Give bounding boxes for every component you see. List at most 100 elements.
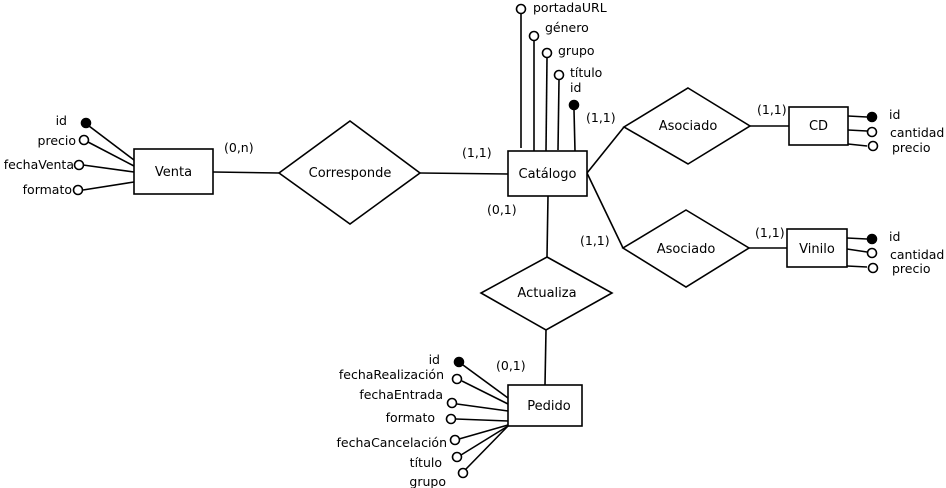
attr-line-vinilo-precio <box>846 265 868 268</box>
relationship-corresponde-label: Corresponde <box>309 166 392 181</box>
cardinality-corresponde-catalogo: (1,1) <box>462 145 492 160</box>
cardinality-catalogo-asociado-vinilo: (1,1) <box>580 233 610 248</box>
attribute-label: precio <box>892 261 930 276</box>
relationship-asociado-vinilo-label: Asociado <box>657 242 716 257</box>
cardinality-catalogo-actualiza: (0,1) <box>487 202 517 217</box>
cardinality-asociado-vinilo-vinilo: (1,1) <box>755 225 785 240</box>
attr-line-pedido-fecharealizacion <box>461 380 509 405</box>
attribute-label: título <box>410 455 442 470</box>
attribute-label: id <box>56 113 67 128</box>
attribute-label: formato <box>23 182 72 197</box>
entity-cd-label: CD <box>809 119 828 134</box>
entity-catalogo-box <box>507 150 588 197</box>
cardinality-catalogo-asociado-cd: (1,1) <box>586 110 616 125</box>
attr-line-pedido-fechaentrada <box>456 403 509 412</box>
edge-actualiza-pedido <box>544 329 547 386</box>
attr-line-venta-formato <box>82 181 135 191</box>
attribute-label: fechaEntrada <box>359 387 443 402</box>
attr-line-pedido-titulo <box>460 425 509 456</box>
attr-line-cd-cantidad <box>847 129 868 132</box>
entity-cd-box <box>788 106 849 146</box>
attribute-key-marker <box>80 117 92 129</box>
cardinality-venta-corresponde: (0,n) <box>224 140 254 155</box>
attribute-marker <box>867 140 879 152</box>
attribute-marker <box>446 397 458 409</box>
attr-line-cd-id <box>847 115 868 118</box>
relationship-actualiza[interactable]: Actualiza <box>479 256 614 331</box>
attribute-marker <box>866 126 878 138</box>
attribute-label: id <box>889 107 900 122</box>
attribute-label: grupo <box>558 43 595 58</box>
attribute-marker <box>449 434 461 446</box>
attribute-label: id <box>889 229 900 244</box>
attribute-marker <box>72 184 84 196</box>
attribute-marker <box>515 3 527 15</box>
attribute-label: género <box>545 20 589 35</box>
attribute-label: id <box>429 352 440 367</box>
attr-line-cd-precio <box>847 143 868 147</box>
attribute-key-marker <box>568 99 580 111</box>
attr-line-pedido-formato <box>455 418 509 422</box>
attribute-label: formato <box>386 410 435 425</box>
attr-line-venta-precio <box>87 141 135 167</box>
attribute-label: fechaVenta <box>4 157 74 172</box>
edge-catalogo-actualiza <box>546 195 549 258</box>
entity-pedido-box <box>507 384 583 427</box>
relationship-asociado-cd-label: Asociado <box>659 119 718 134</box>
attribute-key-marker <box>866 111 878 123</box>
relationship-asociado-cd[interactable]: Asociado <box>622 87 752 165</box>
attribute-marker <box>553 69 565 81</box>
entity-venta[interactable]: Venta <box>133 148 214 195</box>
edge-venta-corresponde <box>212 171 280 174</box>
attr-line-catalogo-titulo <box>557 79 560 151</box>
attr-line-venta-fechaventa <box>82 164 135 173</box>
attribute-marker <box>541 47 553 59</box>
attribute-label: id <box>570 80 581 95</box>
entity-vinilo-label: Vinilo <box>799 242 835 257</box>
attribute-key-marker <box>453 356 465 368</box>
attribute-label: fechaCancelación <box>337 435 447 450</box>
attribute-marker <box>451 451 463 463</box>
entity-catalogo[interactable]: Catálogo <box>507 150 588 197</box>
edge-catalogo-asociado-cd <box>586 126 625 174</box>
entity-catalogo-label: Catálogo <box>519 167 577 182</box>
entity-vinilo[interactable]: Vinilo <box>786 228 848 268</box>
attr-line-catalogo-grupo <box>545 57 548 152</box>
relationship-asociado-vinilo-diamond <box>621 209 751 288</box>
attr-line-vinilo-id <box>846 237 868 240</box>
cardinality-asociado-cd-cd: (1,1) <box>757 102 787 117</box>
attribute-marker <box>445 413 457 425</box>
attribute-label: cantidad <box>890 247 944 262</box>
attr-line-venta-id <box>88 125 135 161</box>
entity-pedido[interactable]: Pedido <box>507 384 583 427</box>
attribute-key-marker <box>866 233 878 245</box>
attribute-marker <box>451 373 463 385</box>
attribute-label: precio <box>38 133 76 148</box>
relationship-corresponde[interactable]: Corresponde <box>277 120 422 225</box>
entity-vinilo-box <box>786 228 848 268</box>
attribute-marker <box>78 134 90 146</box>
edge-corresponde-catalogo <box>419 172 509 175</box>
attr-line-pedido-fechacancelacion <box>458 424 509 440</box>
attribute-marker <box>528 30 540 42</box>
attribute-label: cantidad <box>890 125 944 140</box>
relationship-corresponde-diamond <box>277 120 422 225</box>
attribute-marker <box>457 467 469 479</box>
cardinality-actualiza-pedido: (0,1) <box>496 358 526 373</box>
relationship-actualiza-label: Actualiza <box>517 286 576 301</box>
attribute-marker <box>867 262 879 274</box>
attr-line-vinilo-cantidad <box>846 248 868 253</box>
attribute-label: precio <box>892 140 930 155</box>
entity-venta-box <box>133 148 214 195</box>
relationship-actualiza-diamond <box>479 256 614 331</box>
relationship-asociado-vinilo[interactable]: Asociado <box>621 209 751 288</box>
entity-pedido-label: Pedido <box>527 399 570 414</box>
entity-cd[interactable]: CD <box>788 106 849 146</box>
attribute-marker <box>866 247 878 259</box>
edge-catalogo-asociado-vinilo <box>586 172 624 249</box>
attribute-label: grupo <box>409 474 446 488</box>
attribute-label: fechaRealización <box>339 367 444 382</box>
attribute-label: portadaURL <box>533 0 607 15</box>
attr-line-catalogo-id <box>573 109 576 152</box>
